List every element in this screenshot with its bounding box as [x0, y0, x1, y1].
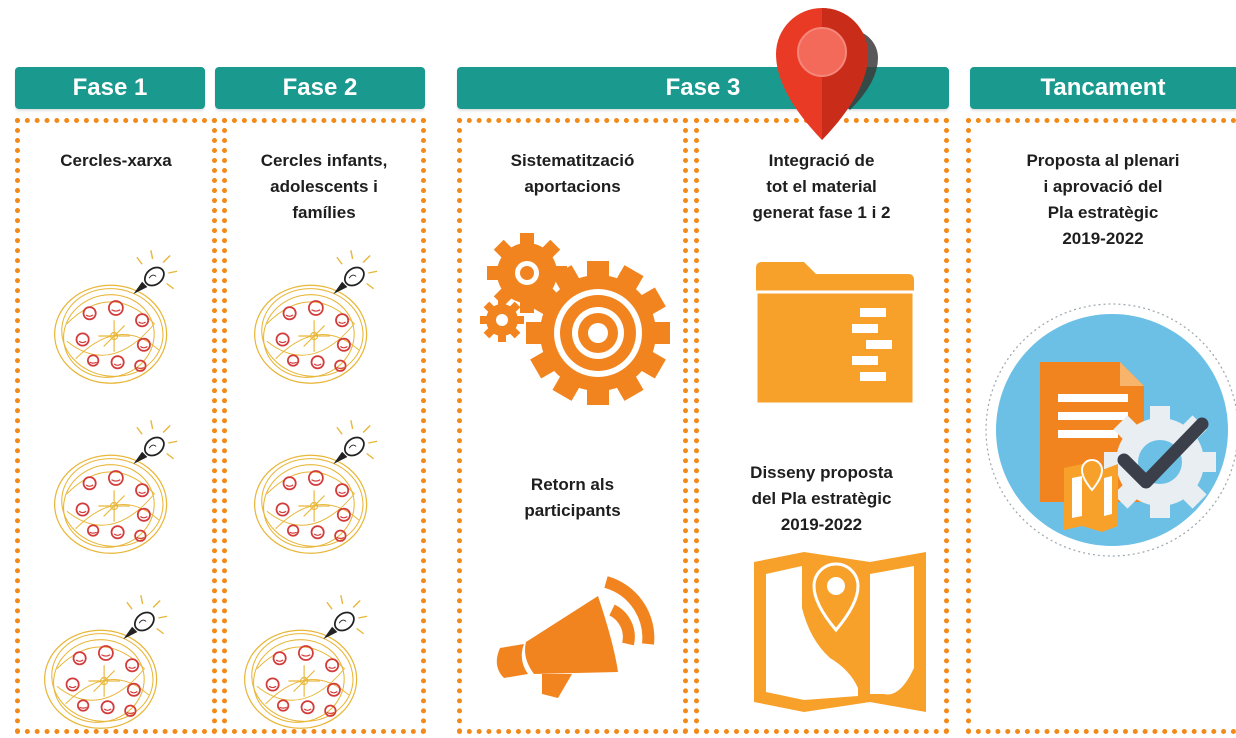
location-pin-icon: [776, 8, 878, 140]
header-fase-2: Fase 2: [215, 67, 425, 109]
label-sistematitzacio: Sistematització aportacions: [510, 151, 635, 196]
column-fase-1: [15, 118, 217, 734]
network-doodle-icon: [53, 419, 178, 557]
label-cercles-xarxa: Cercles-xarxa: [60, 151, 172, 170]
network-doodle-icon: [243, 594, 368, 732]
network-doodle-icon: [43, 594, 168, 732]
gears-icon: [480, 233, 670, 405]
network-doodle-icon: [253, 419, 378, 557]
header-fase-1: Fase 1: [15, 67, 205, 109]
folder-icon: [754, 262, 916, 406]
megaphone-icon: [496, 576, 655, 698]
label-integracio: Integració de tot el material generat fa…: [752, 151, 891, 222]
header-tancament: Tancament: [970, 67, 1236, 109]
label-cercles-infants: Cercles infants, adolescents i famílies: [260, 151, 388, 222]
label-disseny: Disseny proposta del Pla estratègic 2019…: [750, 463, 893, 534]
document-check-icon: [985, 303, 1236, 557]
column-tancament: [966, 118, 1236, 734]
column-fase-3-left: [457, 118, 688, 734]
map-icon: [754, 552, 926, 712]
network-doodle-icon: [53, 249, 178, 387]
network-doodle-icon: [253, 249, 378, 387]
label-retorn: Retorn als participants: [524, 475, 621, 520]
label-proposta: Proposta al plenari i aprovació del Pla …: [1026, 151, 1180, 248]
column-fase-2: [222, 118, 426, 734]
